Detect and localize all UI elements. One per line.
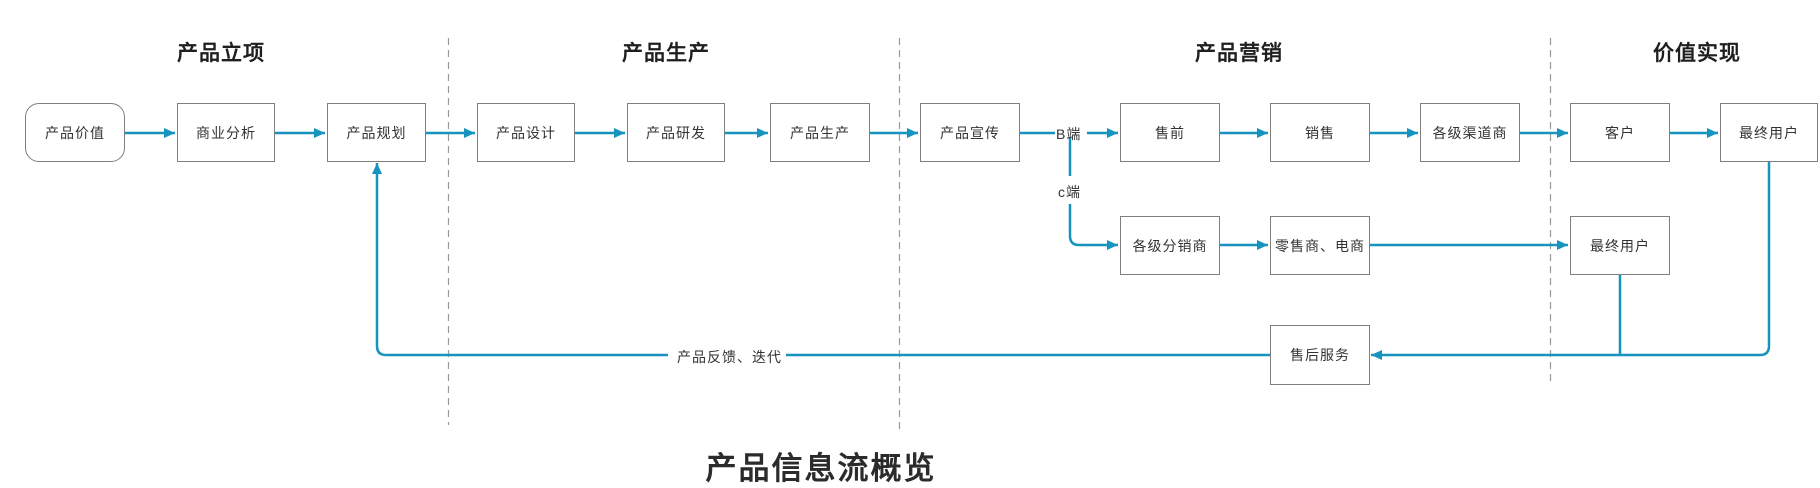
section-title-product-initiation: 产品立项 [177, 42, 265, 65]
node-product-promotion: 产品宣传 [920, 103, 1020, 162]
node-customer: 客户 [1570, 103, 1670, 162]
node-retailers-ecommerce: 零售商、电商 [1270, 216, 1370, 275]
node-product-rnd: 产品研发 [627, 103, 725, 162]
section-divider-lines [447, 38, 1552, 430]
node-product-production: 产品生产 [770, 103, 870, 162]
node-end-user-c: 最终用户 [1570, 216, 1670, 275]
section-title-product-marketing: 产品营销 [1195, 42, 1283, 65]
node-presales: 售前 [1120, 103, 1220, 162]
node-channel-dealers: 各级渠道商 [1420, 103, 1520, 162]
flow-arrows [125, 128, 1771, 360]
node-distributors: 各级分销商 [1120, 216, 1220, 275]
section-title-value-realization: 价值实现 [1653, 42, 1741, 65]
edge-label-feedback: 产品反馈、迭代 [677, 349, 782, 365]
node-product-value: 产品价值 [25, 103, 125, 162]
node-sales: 销售 [1270, 103, 1370, 162]
node-business-analysis: 商业分析 [177, 103, 275, 162]
node-end-user-b: 最终用户 [1720, 103, 1818, 162]
node-after-sales: 售后服务 [1270, 325, 1370, 385]
diagram-title: 产品信息流概览 [705, 451, 937, 486]
edge-label-c-side: c端 [1058, 184, 1081, 200]
section-title-product-production: 产品生产 [622, 42, 710, 65]
node-product-planning: 产品规划 [327, 103, 426, 162]
node-product-design: 产品设计 [477, 103, 575, 162]
edge-label-b-side: B端 [1056, 126, 1082, 142]
